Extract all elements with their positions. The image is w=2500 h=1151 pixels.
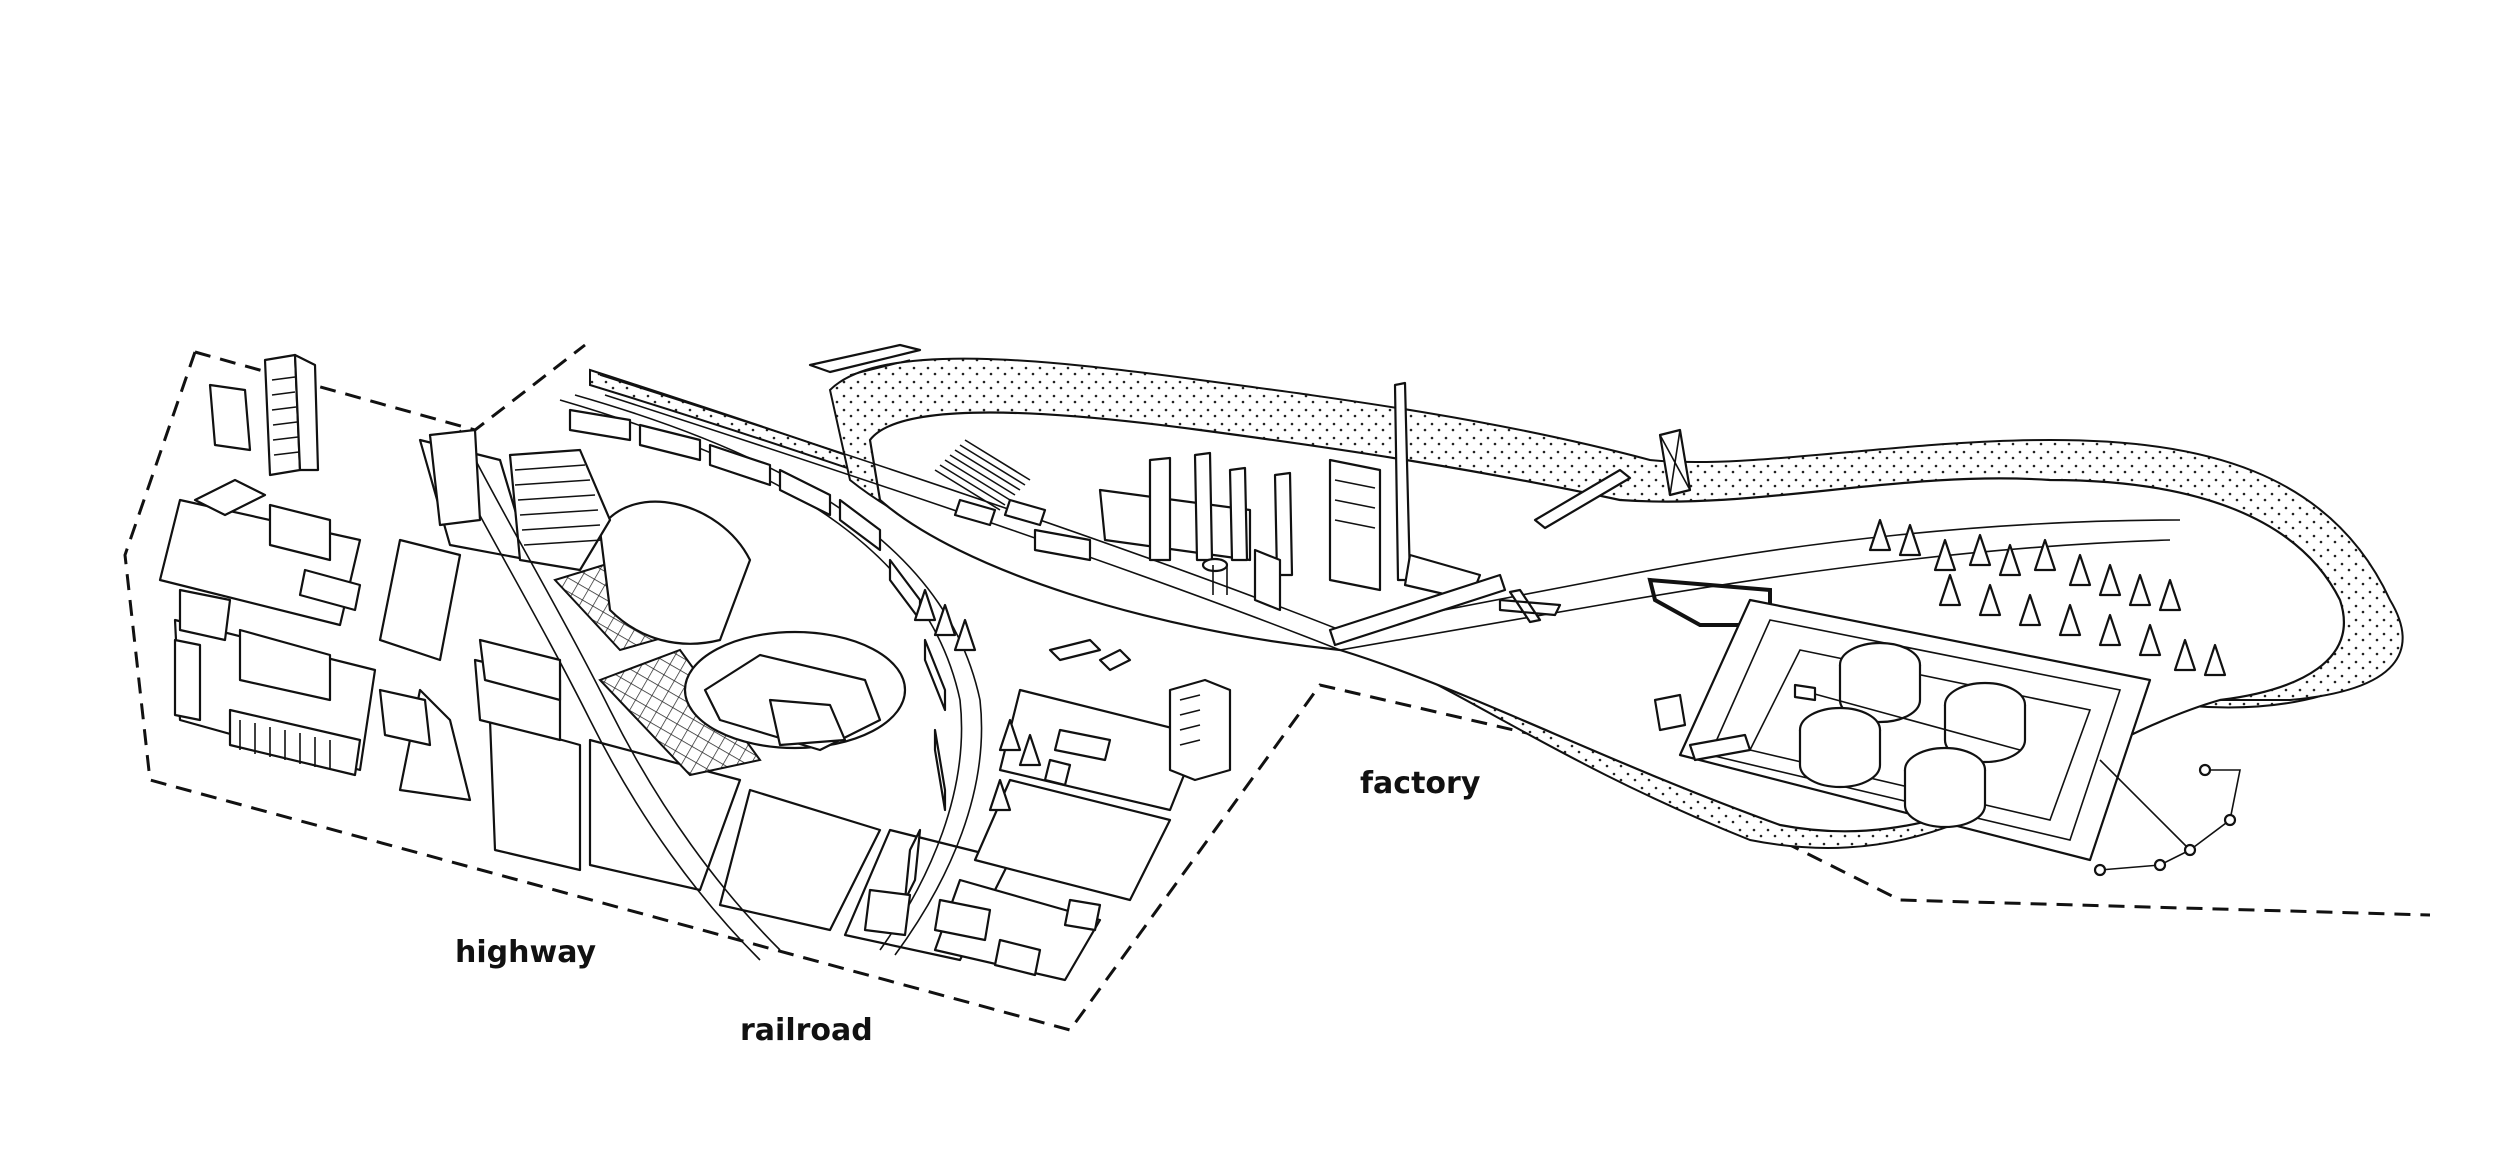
- conveyor-hatching: [934, 439, 1047, 527]
- crane: [1658, 428, 1692, 497]
- power-line: [2093, 759, 2241, 877]
- highlighted-lot: [1647, 577, 1772, 627]
- highway-road: [439, 439, 761, 961]
- plaza-hatched-south: [598, 648, 762, 777]
- railroad-sheds: [568, 408, 947, 937]
- label-factory: factory: [1360, 766, 1481, 801]
- tower-block: [263, 353, 320, 477]
- bridge: [1328, 573, 1507, 647]
- depot-buildings: [933, 638, 1232, 977]
- midrise-grid-building: [428, 428, 562, 702]
- west-buildings: [173, 383, 432, 777]
- label-railroad: railroad: [740, 1013, 873, 1048]
- trees-island: [1868, 518, 2227, 677]
- district-boundary-north: [194, 343, 586, 432]
- trees-near-railroad: [913, 588, 1042, 812]
- small-aircraft: [1498, 588, 1562, 624]
- label-highway: highway: [455, 935, 597, 970]
- stadium: [683, 630, 907, 752]
- highway-road-2: [459, 429, 781, 951]
- tank-yard: [1653, 598, 2152, 862]
- ship: [808, 343, 922, 376]
- oval-arena: [508, 448, 752, 645]
- pier: [1533, 468, 1632, 530]
